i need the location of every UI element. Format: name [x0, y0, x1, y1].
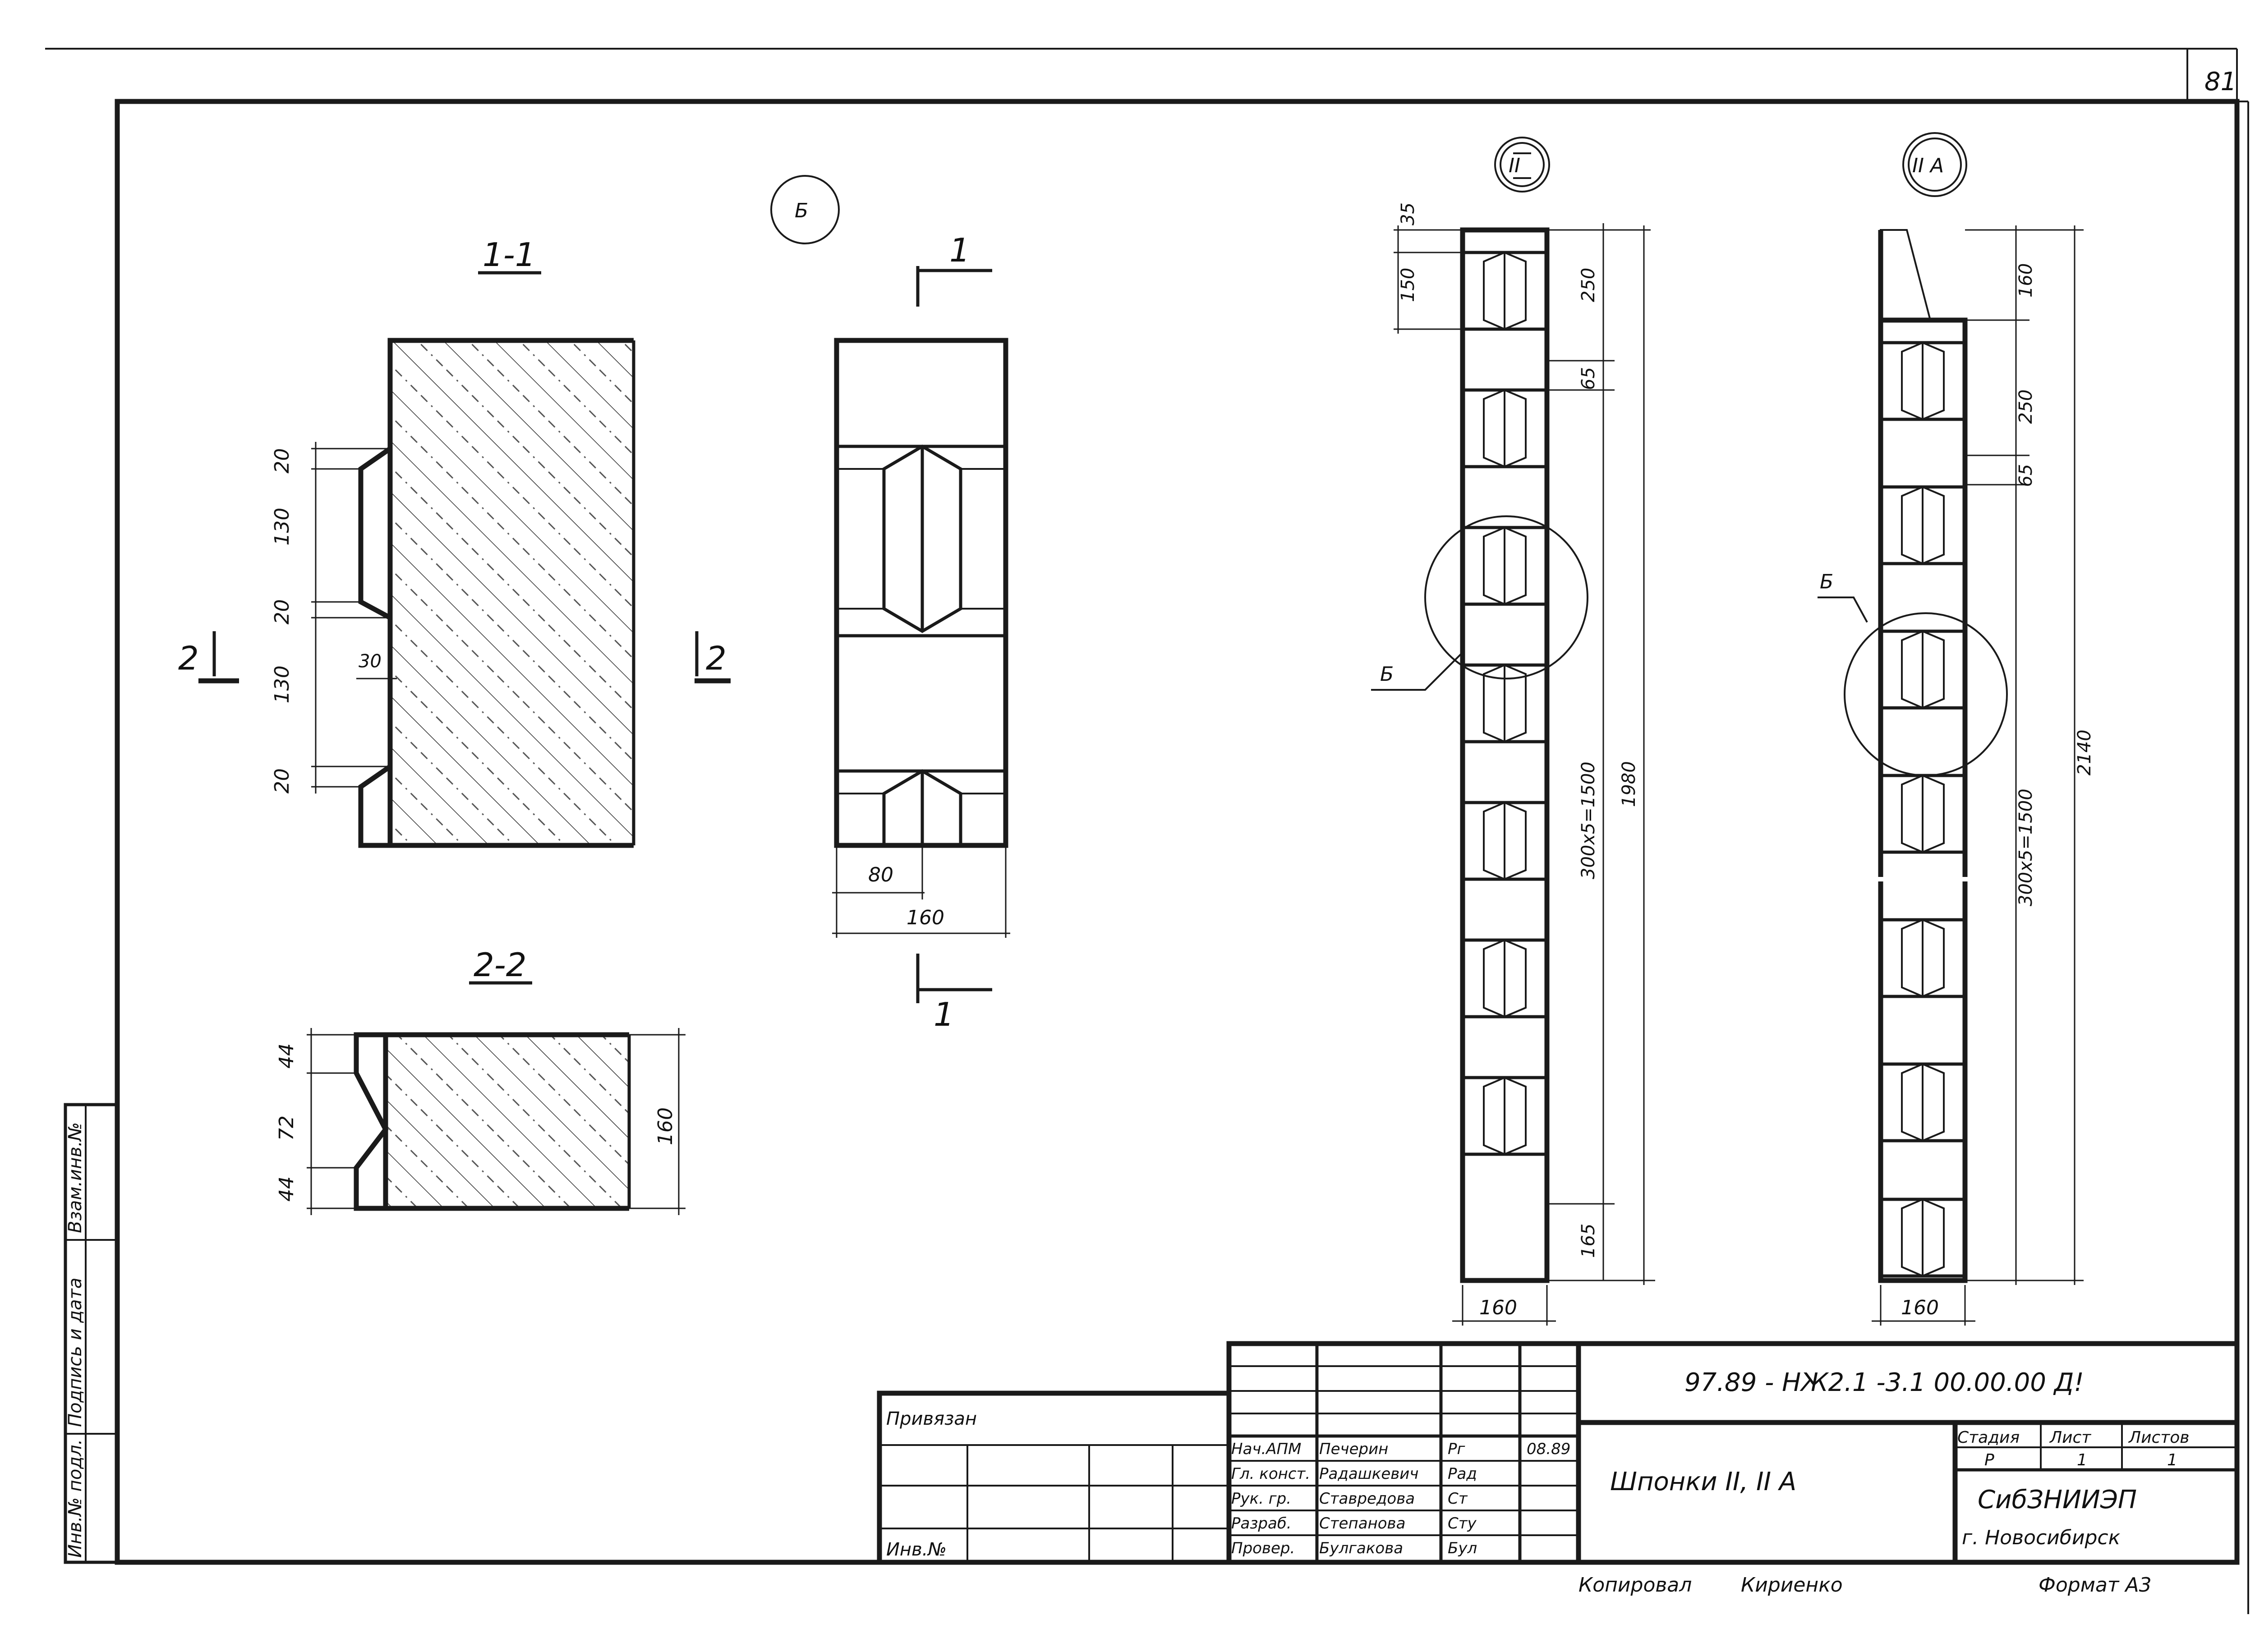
dim-k2-6: 165 [1578, 1224, 1599, 1258]
section-2-2: 2-2 [307, 946, 686, 1215]
roles-list: Нач.АПМ Печерин Рг Гл. конст. Радашкевич… [1231, 1440, 1477, 1557]
dim-k2a-3: 300х5=1500 [2016, 789, 2036, 906]
inv-no-label: Инв.№ [886, 1539, 947, 1560]
role-sign-2: Ст [1448, 1490, 1468, 1508]
dim-k2-4: 300х5=1500 [1578, 762, 1599, 879]
dim-k2-3: 65 [1578, 367, 1599, 390]
cut-2-right: 2 [706, 639, 727, 677]
sheets-value: 1 [2167, 1451, 2177, 1469]
dim-s22-2: 44 [275, 1176, 298, 1202]
role-2: Рук. гр. [1231, 1490, 1291, 1508]
side-podpis: Подпись и дата [65, 1278, 86, 1427]
dim-vb-0: 80 [868, 863, 893, 886]
dim-s11-5: 30 [359, 651, 382, 672]
key-IIA [1818, 132, 2084, 1326]
role-3: Разраб. [1231, 1514, 1292, 1533]
stamp-date: 08.89 [1527, 1440, 1570, 1458]
side-vzam: Взам.инв.№ [65, 1122, 86, 1233]
section-2-2-title: 2-2 [474, 946, 527, 984]
role-1: Гл. конст. [1231, 1465, 1310, 1483]
dim-s22-0: 44 [275, 1043, 298, 1069]
dim-k2a-5: 160 [1901, 1296, 1939, 1319]
dim-s11-0: 20 [271, 448, 294, 473]
dim-k2a-1: 250 [2016, 390, 2036, 424]
dim-k2-7: 160 [1479, 1296, 1517, 1319]
leader-b-right: Б [1820, 570, 1833, 593]
cut-1-top: 1 [949, 231, 970, 269]
view-b [770, 175, 1010, 1003]
cut-1-bottom: 1 [934, 996, 954, 1033]
role-4: Провер. [1231, 1539, 1295, 1557]
dim-s11-3: 130 [271, 665, 294, 703]
doc-code: 97.89 - НЖ2.1 -3.1 00.00.00 Д! [1684, 1368, 2084, 1397]
role-name-2: Ставредова [1319, 1490, 1415, 1508]
role-sign-4: Бул [1448, 1539, 1477, 1557]
privyazan-label: Привязан [886, 1409, 977, 1429]
dim-s22-1: 72 [275, 1115, 298, 1141]
sheets-header: Листов [2128, 1428, 2189, 1447]
leader-b-left: Б [1380, 663, 1394, 686]
copied-by: Копировал [1578, 1574, 1692, 1597]
dim-s11-1: 130 [271, 508, 294, 546]
key-II-label: ІІ [1509, 154, 1520, 177]
dim-vb-1: 160 [907, 906, 944, 929]
doc-title: Шпонки ІІ, ІІ А [1610, 1467, 1796, 1496]
stage-header: Стадия [1957, 1428, 2020, 1447]
section-1-1-title: 1-1 [483, 236, 536, 274]
org-name: СибЗНИИЭП [1978, 1485, 2137, 1514]
key-II [1371, 137, 1655, 1326]
page-number: 81 [2204, 67, 2237, 96]
cut-2-left: 2 [178, 639, 199, 677]
sheet-value: 1 [2077, 1451, 2087, 1469]
detail-b-label: Б [795, 199, 808, 222]
key-IIA-label: ІІ А [1912, 154, 1944, 177]
dim-k2a-2: 65 [2016, 464, 2036, 487]
side-stamp [64, 1103, 119, 1564]
stage-value: Р [1984, 1451, 1994, 1469]
copier-name: Кириенко [1741, 1574, 1843, 1597]
dim-k2-2: 250 [1578, 268, 1599, 302]
role-name-0: Печерин [1319, 1440, 1388, 1458]
role-sign-0: Рг [1448, 1440, 1466, 1458]
dim-k2-0: 35 [1398, 202, 1418, 225]
dim-k2a-0: 160 [2016, 263, 2036, 298]
role-name-1: Радашкевич [1319, 1465, 1418, 1483]
side-inv-podl: Инв.№ подл. [65, 1439, 86, 1558]
dim-k2-1: 150 [1398, 268, 1418, 302]
dim-k2-5: 1980 [1619, 761, 1639, 807]
dim-k2a-4: 2140 [2074, 730, 2095, 776]
sheet-format: Формат А3 [2039, 1574, 2152, 1597]
title-block [877, 1341, 2240, 1565]
dim-s11-2: 20 [271, 599, 294, 624]
org-city: г. Новосибирск [1962, 1526, 2121, 1549]
role-0: Нач.АПМ [1231, 1440, 1301, 1458]
role-sign-1: Рад [1448, 1465, 1477, 1483]
role-name-3: Степанова [1319, 1514, 1405, 1533]
section-1-1: 1-1 [198, 236, 731, 848]
role-sign-3: Сту [1448, 1514, 1477, 1533]
dim-s11-4: 20 [271, 768, 294, 794]
sheet-header: Лист [2049, 1428, 2091, 1447]
role-name-4: Булгакова [1319, 1539, 1403, 1557]
dim-s22-3: 160 [654, 1107, 677, 1145]
